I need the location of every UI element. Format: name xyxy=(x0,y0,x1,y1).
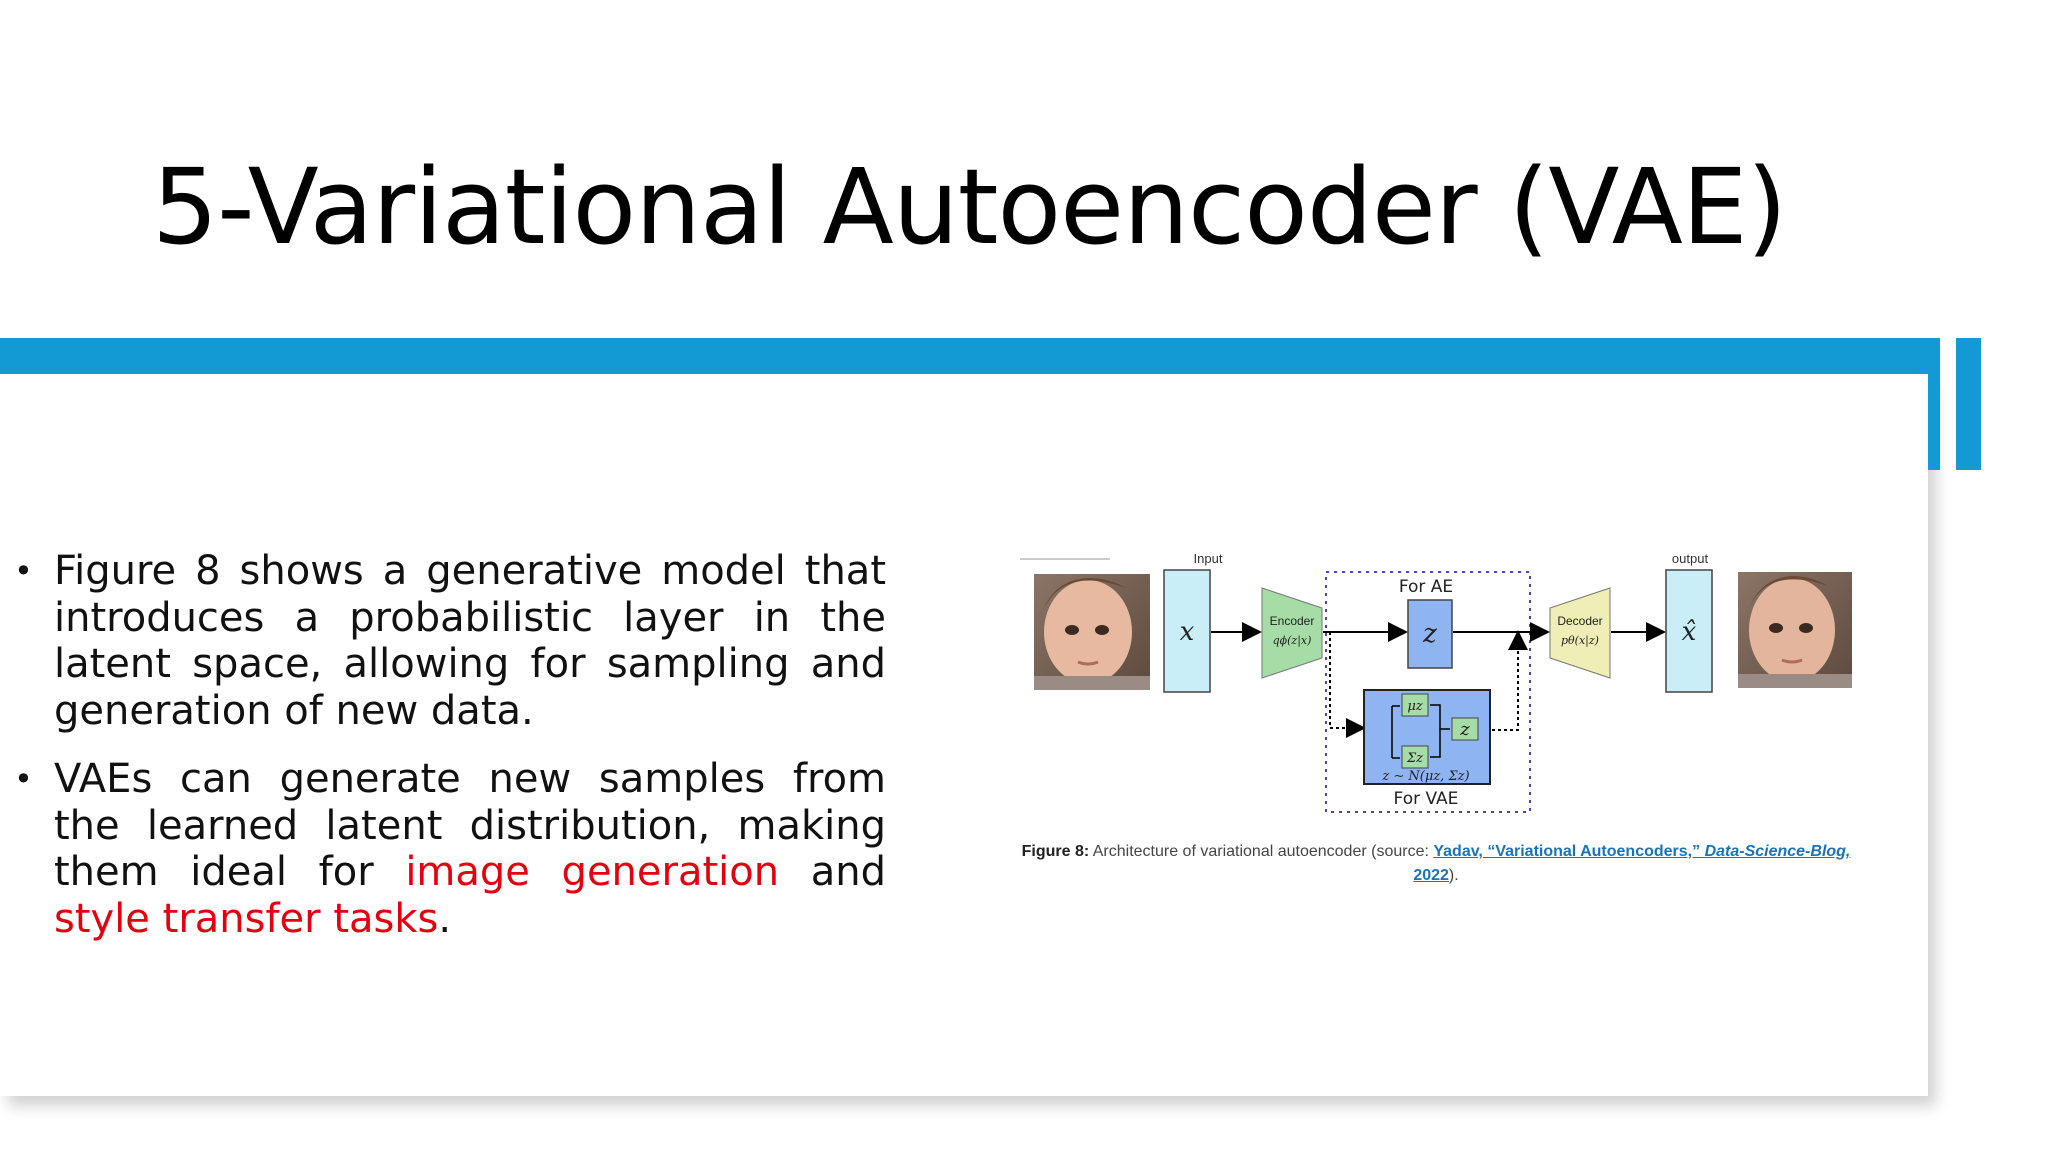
figure-caption: Figure 8: Architecture of variational au… xyxy=(1016,840,1856,888)
slide-title: 5-Variational Autoencoder (VAE) xyxy=(152,146,1787,268)
input-box xyxy=(1163,569,1211,693)
sigma-to-z-line xyxy=(1430,729,1441,758)
latent-dashed-group xyxy=(1325,571,1531,813)
bullet-text: VAEs can generate new samples from the l… xyxy=(54,756,886,895)
latent-z-symbol: z xyxy=(1422,619,1437,649)
decoder-block xyxy=(1549,587,1611,679)
encoder-formula: qϕ(z|x) xyxy=(1273,634,1312,648)
decoder-label: Decoder xyxy=(1557,614,1602,628)
content-panel xyxy=(0,374,1928,1096)
vae-label: For VAE xyxy=(1394,789,1459,809)
vae-formula: z ∼ N(μz, Σz) xyxy=(1381,769,1469,784)
mu-to-z-line xyxy=(1430,704,1450,730)
bullet-list: • Figure 8 shows a generative model that… xyxy=(14,548,886,964)
accent-bar-corner xyxy=(1928,338,1940,470)
decoder-formula: pθ(x|z) xyxy=(1561,634,1599,648)
caption-link-site: Data-Science-Blog, xyxy=(1704,843,1851,860)
accent-stripe xyxy=(1956,338,1981,470)
bullet-text: Figure 8 shows a generative model that i… xyxy=(54,548,886,734)
caption-year-link[interactable]: 2022 xyxy=(1413,867,1449,884)
mu-symbol: μz xyxy=(1407,699,1422,714)
output-label: output xyxy=(1672,551,1709,566)
encoder-block xyxy=(1261,587,1323,679)
output-image-icon xyxy=(1738,572,1852,688)
bullet-text-middle: and xyxy=(779,849,886,895)
vae-z-symbol: z xyxy=(1459,719,1470,740)
arrow-vae-decoder xyxy=(1492,630,1528,731)
sigma-symbol: Σz xyxy=(1406,751,1423,766)
output-symbol: x̂ xyxy=(1682,617,1697,647)
latent-z-box xyxy=(1407,599,1453,669)
mu-cell xyxy=(1401,693,1429,717)
ae-label: For AE xyxy=(1399,577,1453,597)
title-accent-bar xyxy=(0,338,1940,374)
sigma-cell xyxy=(1401,745,1429,769)
caption-text: Architecture of variational autoencoder … xyxy=(1089,843,1434,860)
caption-link-author: Yadav, “Variational Autoencoders,” xyxy=(1433,843,1705,860)
vae-z-cell xyxy=(1451,717,1479,741)
vae-architecture-figure: Input x Encoder qϕ(z|x) For AE z μz Σz z xyxy=(1006,548,1866,888)
caption-closing: ). xyxy=(1448,867,1459,884)
bullet-item: • Figure 8 shows a generative model that… xyxy=(14,548,886,734)
caption-source-link[interactable]: Yadav, “Variational Autoencoders,” Data-… xyxy=(1433,843,1850,860)
bullet-item: • VAEs can generate new samples from the… xyxy=(14,756,886,942)
bullet-dot: • xyxy=(14,760,33,798)
highlight-style-transfer: style transfer tasks xyxy=(54,895,439,942)
output-box xyxy=(1665,569,1713,693)
input-symbol: x xyxy=(1180,617,1195,647)
encoder-label: Encoder xyxy=(1270,614,1315,628)
bullet-dot: • xyxy=(14,552,33,590)
bullet-text-end: . xyxy=(438,895,452,942)
caption-label: Figure 8: xyxy=(1021,843,1090,860)
arrow-encoder-vae xyxy=(1329,632,1366,738)
vae-diagram: Input x Encoder qϕ(z|x) For AE z μz Σz z xyxy=(1020,551,1852,813)
input-label: Input xyxy=(1194,551,1223,566)
input-image-icon xyxy=(1034,574,1150,690)
highlight-image-generation: image generation xyxy=(405,849,780,895)
